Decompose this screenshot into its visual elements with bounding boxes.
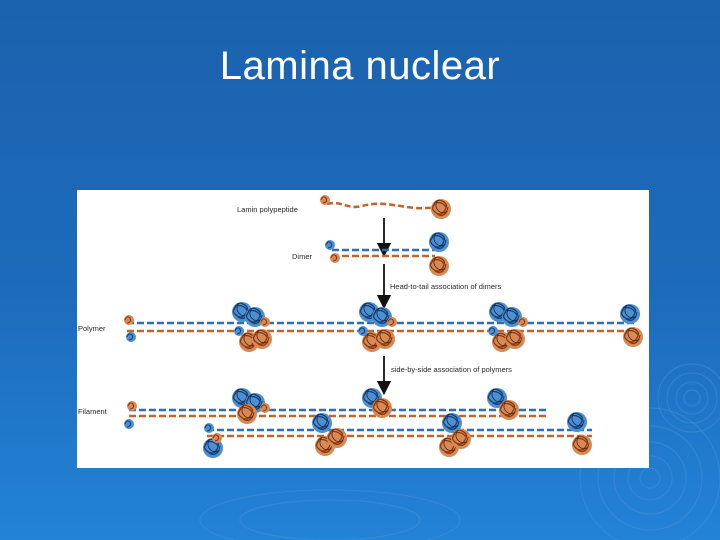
label-lamin-polypeptide: Lamin polypeptide xyxy=(237,205,298,214)
label-head-to-tail: Head-to-tail association of dimers xyxy=(390,282,502,291)
polymer-strands xyxy=(123,301,644,353)
label-dimer: Dimer xyxy=(292,252,313,261)
label-side-by-side: side-by-side association of polymers xyxy=(391,365,512,374)
dimer-strands xyxy=(324,231,450,277)
lamin-assembly-figure: Lamin polypeptide Dimer Head-to-tail ass… xyxy=(77,190,649,468)
label-polymer: Polymer xyxy=(78,324,106,333)
slide-title: Lamina nuclear xyxy=(219,44,501,88)
label-filament: Filament xyxy=(78,407,108,416)
filament-strands xyxy=(123,387,593,459)
lamin-assembly-diagram: Lamin polypeptide Dimer Head-to-tail ass… xyxy=(78,194,644,459)
polypeptide-strand xyxy=(319,194,452,220)
